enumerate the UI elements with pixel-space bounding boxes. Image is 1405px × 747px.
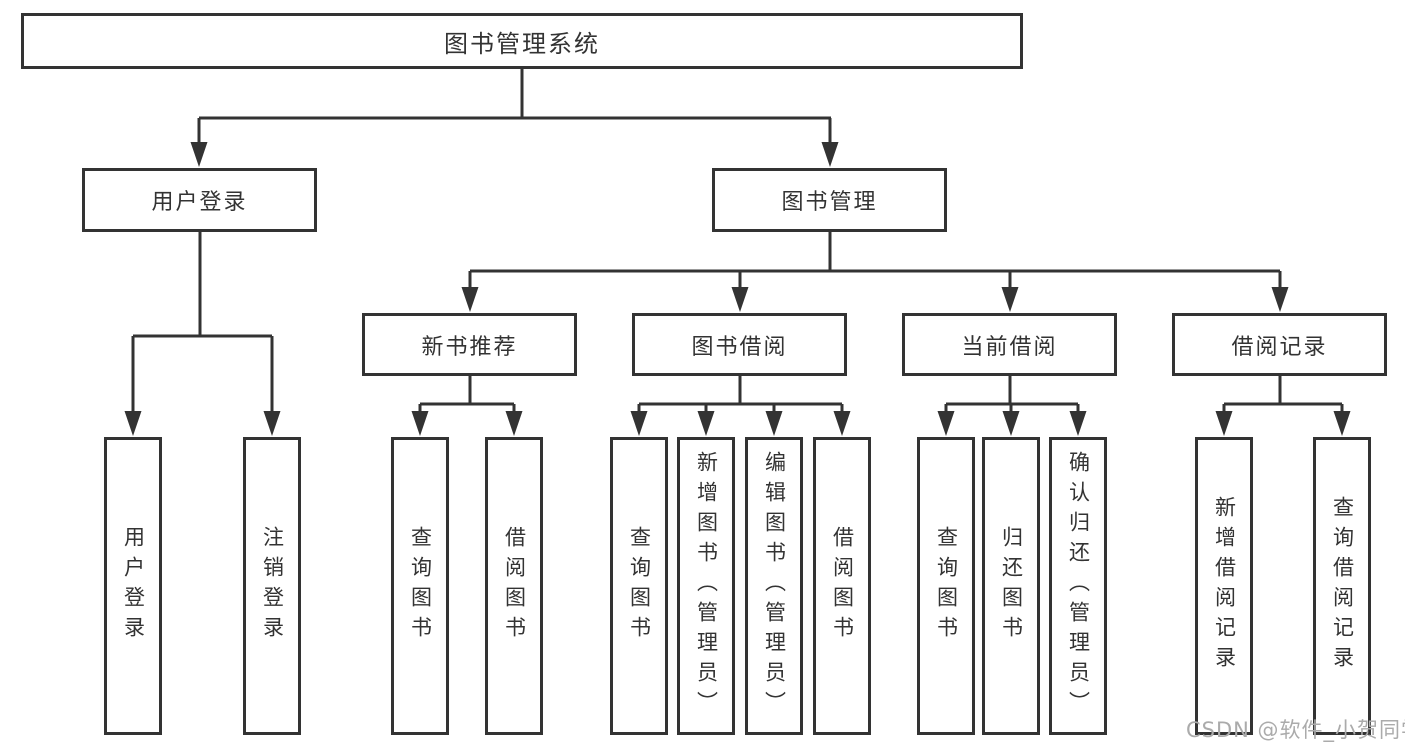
node-borrow-records-label: 借阅记录 [1231, 334, 1328, 360]
node-current-borrow-label: 当前借阅 [961, 334, 1058, 360]
arrowhead-icons [124, 142, 1351, 436]
leaf-return-book: 归还图书 [982, 437, 1040, 735]
leaf-add-book-admin-label: 新增图书（管理员） [694, 451, 719, 721]
leaf-logout-label: 注销登录 [260, 526, 285, 646]
node-new-book-recommend: 新书推荐 [362, 313, 577, 376]
leaf-confirm-return-admin: 确认归还（管理员） [1049, 437, 1107, 735]
leaf-query-books-2-label: 查询图书 [627, 526, 652, 646]
node-borrow-records: 借阅记录 [1172, 313, 1387, 376]
leaf-add-book-admin: 新增图书（管理员） [677, 437, 735, 735]
leaf-return-book-label: 归还图书 [999, 526, 1024, 646]
node-root-label: 图书管理系统 [444, 29, 600, 58]
node-root: 图书管理系统 [21, 13, 1023, 69]
node-new-book-recommend-label: 新书推荐 [421, 334, 518, 360]
node-book-borrow-label: 图书借阅 [691, 334, 788, 360]
leaf-query-books-1: 查询图书 [391, 437, 449, 735]
leaf-user-login-label: 用户登录 [121, 526, 146, 646]
leaf-add-borrow-record-label: 新增借阅记录 [1212, 496, 1237, 676]
leaf-borrow-books-2-label: 借阅图书 [830, 526, 855, 646]
node-user-login: 用户登录 [82, 168, 317, 232]
leaf-logout: 注销登录 [243, 437, 301, 735]
leaf-borrow-books-1: 借阅图书 [485, 437, 543, 735]
leaf-query-borrow-record-label: 查询借阅记录 [1330, 496, 1355, 676]
leaf-borrow-books-2: 借阅图书 [813, 437, 871, 735]
node-user-login-label: 用户登录 [151, 190, 248, 215]
leaf-query-borrow-record: 查询借阅记录 [1313, 437, 1371, 735]
leaf-query-books-3: 查询图书 [917, 437, 975, 735]
leaf-user-login: 用户登录 [104, 437, 162, 735]
node-book-borrow: 图书借阅 [632, 313, 847, 376]
leaf-query-books-3-label: 查询图书 [934, 526, 959, 646]
node-book-management-label: 图书管理 [781, 190, 878, 215]
leaf-confirm-return-admin-label: 确认归还（管理员） [1066, 451, 1091, 721]
leaf-query-books-1-label: 查询图书 [408, 526, 433, 646]
leaf-edit-book-admin: 编辑图书（管理员） [745, 437, 803, 735]
leaf-edit-book-admin-label: 编辑图书（管理员） [762, 451, 787, 721]
node-book-management: 图书管理 [712, 168, 947, 232]
csdn-watermark: CSDN @软件_小贺同学 [1186, 718, 1405, 742]
leaf-borrow-books-1-label: 借阅图书 [502, 526, 527, 646]
node-current-borrow: 当前借阅 [902, 313, 1117, 376]
leaf-add-borrow-record: 新增借阅记录 [1195, 437, 1253, 735]
leaf-query-books-2: 查询图书 [610, 437, 668, 735]
